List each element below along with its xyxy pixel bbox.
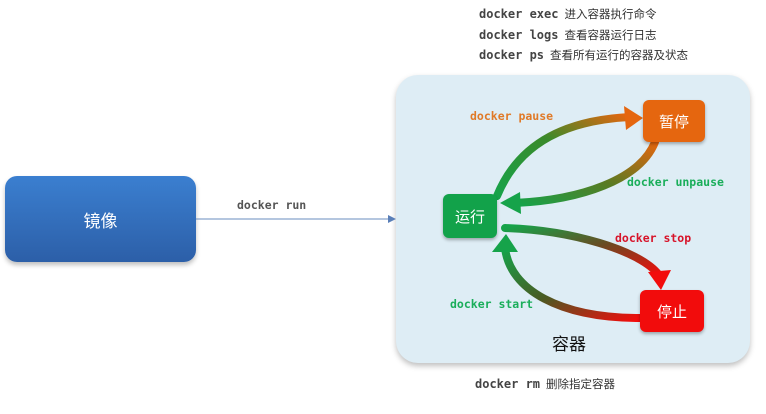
stop-arrow bbox=[501, 224, 663, 279]
unpause-arrow bbox=[511, 138, 659, 207]
docker-stop-label: docker stop bbox=[615, 231, 692, 245]
docker-start-label: docker start bbox=[450, 297, 534, 311]
state-paused-label: 暂停 bbox=[658, 112, 689, 131]
pause-arrow bbox=[493, 113, 634, 200]
docker-run-label: docker run bbox=[237, 198, 307, 212]
state-paused: 暂停 bbox=[643, 100, 705, 142]
start-arrow bbox=[501, 244, 644, 322]
docker-pause-label: docker pause bbox=[470, 109, 554, 123]
state-running-label: 运行 bbox=[454, 207, 485, 226]
command-rm: docker rm 删除指定容器 bbox=[475, 376, 615, 392]
command-description: 删除指定容器 bbox=[546, 377, 616, 391]
command-name: docker ps bbox=[479, 48, 545, 62]
stop-arrowhead bbox=[648, 270, 671, 290]
unpause-arrowhead bbox=[500, 192, 521, 214]
start-arrowhead bbox=[492, 234, 518, 252]
docker-unpause-label: docker unpause bbox=[627, 175, 724, 189]
command-description: 进入容器执行命令 bbox=[564, 7, 657, 21]
command-exec: docker exec 进入容器执行命令 bbox=[479, 6, 656, 22]
command-ps: docker ps 查看所有运行的容器及状态 bbox=[479, 47, 688, 63]
state-stopped-label: 停止 bbox=[656, 302, 687, 321]
command-name: docker rm bbox=[475, 377, 541, 391]
docker-run-arrowhead bbox=[388, 215, 396, 223]
command-description: 查看所有运行的容器及状态 bbox=[550, 48, 689, 62]
container-label: 容器 bbox=[552, 335, 586, 355]
command-name: docker exec bbox=[479, 7, 559, 21]
pause-arrowhead bbox=[624, 106, 643, 130]
command-name: docker logs bbox=[479, 28, 559, 42]
image-box: 镜像 bbox=[5, 176, 196, 262]
command-description: 查看容器运行日志 bbox=[564, 28, 657, 42]
state-running: 运行 bbox=[443, 194, 497, 238]
image-label: 镜像 bbox=[83, 211, 118, 232]
command-logs: docker logs 查看容器运行日志 bbox=[479, 27, 656, 43]
state-stopped: 停止 bbox=[640, 290, 704, 332]
